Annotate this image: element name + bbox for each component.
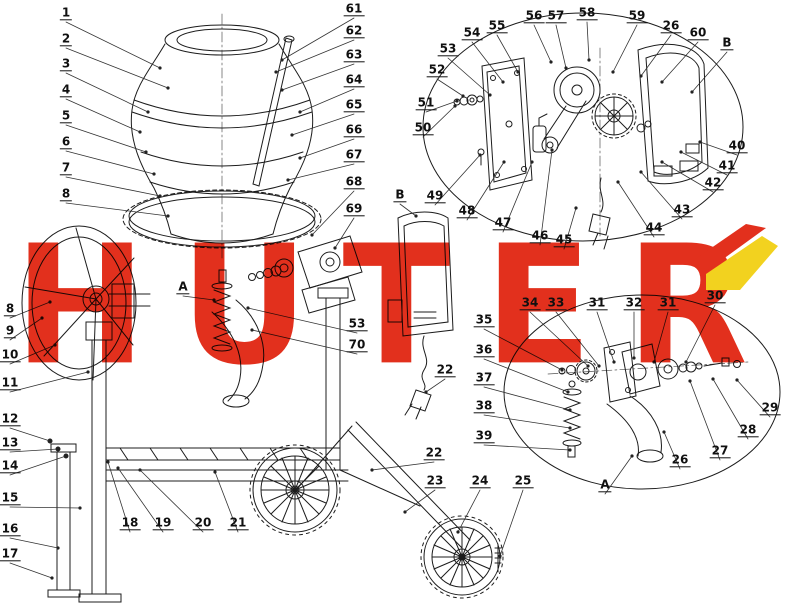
brand-logo-red-stripe (688, 224, 766, 270)
brand-logo-icon (688, 224, 778, 290)
wheel-right (420, 515, 504, 599)
handwheel (21, 225, 151, 381)
wheel-left (249, 444, 341, 536)
detail-view-gearbox (503, 294, 781, 490)
brand-logo-yellow-stripe (706, 236, 778, 290)
leader-lines (9, 17, 771, 580)
frame-stand (47, 287, 471, 603)
drive-unit (211, 211, 454, 420)
screw-part (494, 543, 502, 573)
detail-view-motor (422, 12, 744, 250)
mixer-drum (122, 24, 322, 249)
